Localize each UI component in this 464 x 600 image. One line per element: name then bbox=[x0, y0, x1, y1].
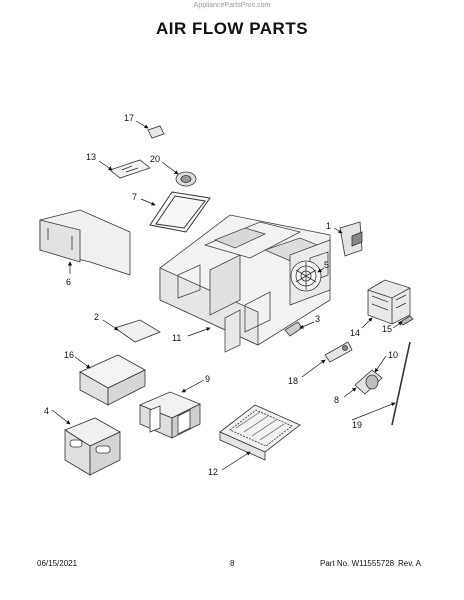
callout-7: 7 bbox=[132, 192, 137, 202]
callout-15: 15 bbox=[382, 324, 392, 334]
part-4-bracket bbox=[64, 417, 121, 476]
part-20-fitting bbox=[175, 171, 197, 187]
part-13-grille bbox=[109, 159, 151, 179]
callout-16: 16 bbox=[64, 350, 74, 360]
callout-6: 6 bbox=[66, 277, 71, 287]
part-2-plate bbox=[114, 319, 161, 343]
main-housing bbox=[159, 214, 331, 353]
part-16-duct bbox=[79, 354, 146, 406]
callout-1: 1 bbox=[326, 221, 331, 231]
footer-part-number: Part No. W11555728 bbox=[320, 559, 395, 568]
callout-19: 19 bbox=[352, 420, 362, 430]
callout-18: 18 bbox=[288, 376, 298, 386]
footer-page-number: 8 bbox=[230, 559, 235, 568]
part-7-filter-frame bbox=[149, 191, 211, 233]
part-14-block bbox=[367, 279, 411, 325]
callout-labels: 17 13 20 7 1 6 5 2 3 11 14 15 16 18 10 9… bbox=[44, 113, 398, 477]
callout-2: 2 bbox=[94, 312, 99, 322]
leader-lines bbox=[51, 120, 403, 471]
part-12-grease-filter bbox=[219, 404, 301, 461]
part-17-tag bbox=[147, 125, 165, 139]
footer-date: 06/15/2021 bbox=[37, 559, 78, 568]
callout-20: 20 bbox=[150, 154, 160, 164]
part-6-panel bbox=[39, 209, 131, 276]
callout-11: 11 bbox=[172, 333, 181, 343]
blower-wheel-part bbox=[290, 260, 322, 292]
part-19-rod bbox=[391, 341, 411, 426]
callout-13: 13 bbox=[86, 152, 96, 162]
watermark: AppliancePartsPros.com bbox=[193, 2, 271, 9]
callout-3: 3 bbox=[315, 314, 320, 324]
callout-9: 9 bbox=[205, 374, 210, 384]
footer-revision: Rev. A bbox=[398, 559, 421, 568]
callout-10: 10 bbox=[388, 350, 398, 360]
part-1-bracket bbox=[339, 221, 363, 257]
callout-8: 8 bbox=[334, 395, 339, 405]
callout-5: 5 bbox=[324, 260, 329, 270]
part-10-motor bbox=[354, 369, 383, 395]
page-title: AIR FLOW PARTS bbox=[155, 19, 309, 38]
callout-12: 12 bbox=[208, 467, 218, 477]
callout-17: 17 bbox=[124, 113, 134, 123]
callout-4: 4 bbox=[44, 406, 49, 416]
part-18-bracket bbox=[324, 341, 353, 363]
callout-14: 14 bbox=[350, 328, 360, 338]
part-9-damper bbox=[138, 391, 201, 439]
